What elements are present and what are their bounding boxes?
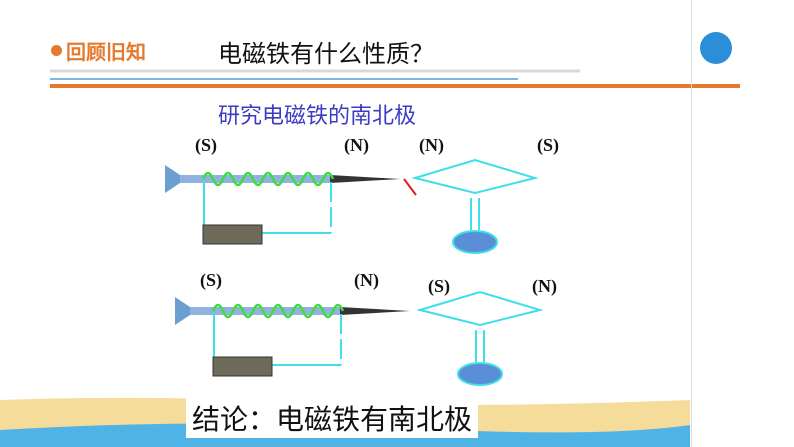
logo xyxy=(700,32,732,64)
pole-label: (S) xyxy=(195,135,217,155)
compass-needle xyxy=(411,158,539,195)
conclusion-text: 结论：电磁铁有南北极 xyxy=(186,398,479,438)
pole-label: (N) xyxy=(532,276,557,296)
slide-edge-divider xyxy=(691,0,692,447)
slide-subtitle: 研究电磁铁的南北极 xyxy=(218,104,417,129)
pole-label: (S) xyxy=(428,276,450,296)
pole-label: (S) xyxy=(200,270,222,290)
section-title: 回顾旧知 xyxy=(66,40,146,64)
bullet-icon xyxy=(51,45,62,56)
electromagnet-diagram-2 xyxy=(175,290,544,386)
slide-question: 电磁铁有什么性质？ xyxy=(218,40,434,68)
pole-label: (N) xyxy=(344,135,369,155)
electromagnet-diagram-1 xyxy=(165,158,539,254)
pole-label: (S) xyxy=(537,135,559,155)
pole-label: (N) xyxy=(354,270,379,290)
pole-label: (N) xyxy=(419,135,444,155)
needle-arrow xyxy=(403,178,417,196)
